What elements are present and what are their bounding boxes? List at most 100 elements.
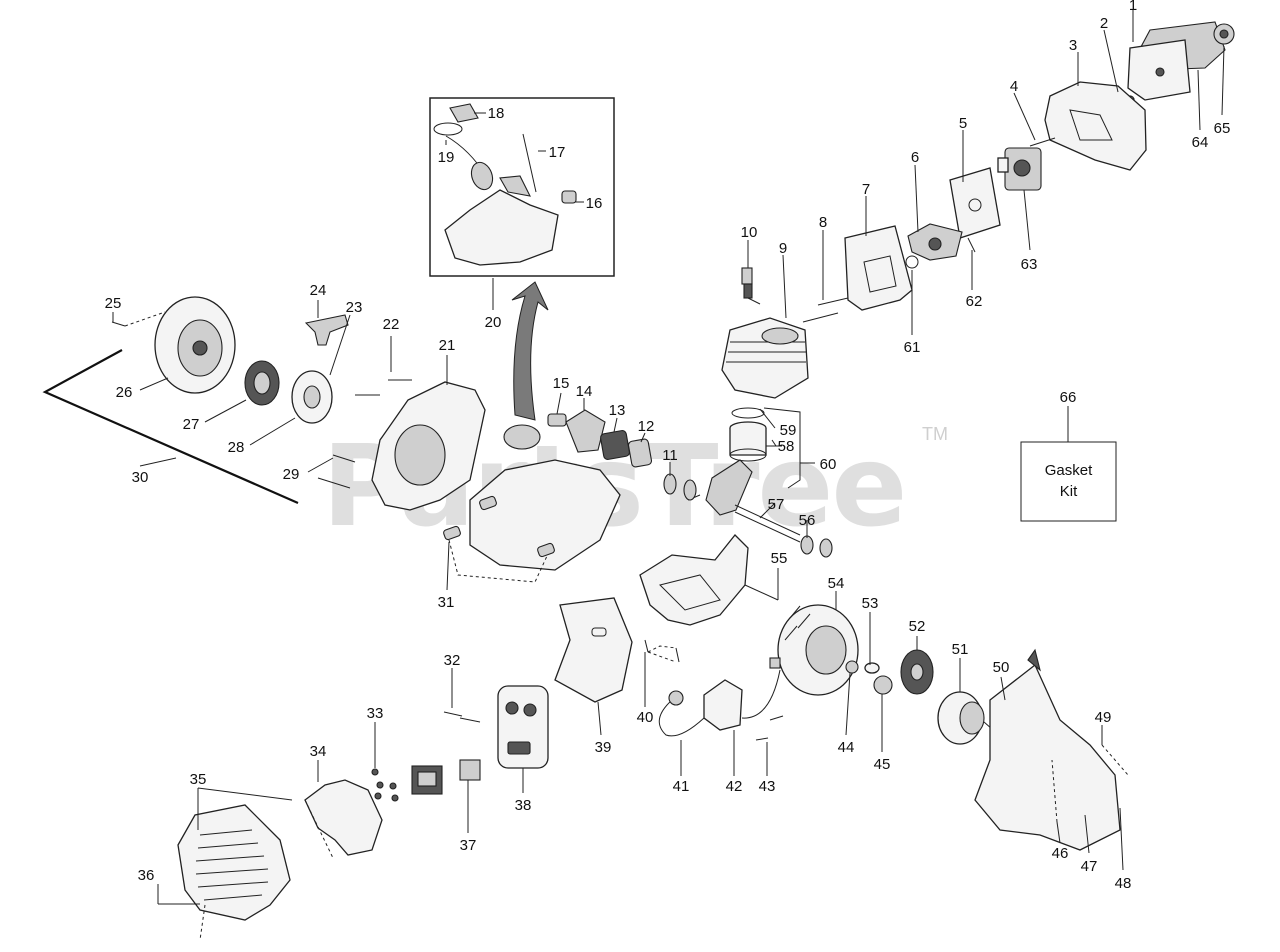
nut [864,662,880,674]
cylinder [721,317,809,399]
callout-1: 1 [1129,0,1137,14]
muffler-guard [304,779,383,856]
grommet [443,525,461,541]
callout-23: 23 [346,299,363,316]
screw [675,647,680,663]
bolt [817,297,849,306]
callout-58: 58 [778,438,795,455]
screw [371,768,379,776]
callout-44: 44 [838,739,855,756]
intake-manifold [907,223,963,261]
callout-3: 3 [1069,37,1077,54]
callout-11: 11 [662,447,678,464]
callout-45: 45 [874,756,891,773]
callout-43: 43 [759,778,776,795]
callout-13: 13 [609,402,626,419]
bolt [802,312,839,323]
callout-8: 8 [819,214,827,231]
callout-14: 14 [576,383,593,400]
gasket-kit-box: Gasket Kit [1020,441,1117,522]
spark-plug [741,267,761,305]
screw [644,639,649,653]
callout-36: 36 [138,867,155,884]
callout-15: 15 [553,375,570,392]
callout-65: 65 [1214,120,1231,137]
screw [391,794,399,802]
callout-18: 18 [488,105,505,122]
heat-shield [554,597,633,703]
callout-29: 29 [283,466,300,483]
assembly-arrow [511,281,549,421]
callout-37: 37 [460,837,477,854]
callout-60: 60 [820,456,837,473]
callout-12: 12 [638,418,655,435]
crankshaft [687,459,801,543]
callout-50: 50 [993,659,1010,676]
callout-56: 56 [799,512,816,529]
starter-housing [154,296,236,394]
bearing [683,479,697,501]
callout-30: 30 [132,469,149,486]
callout-33: 33 [367,705,384,722]
callout-41: 41 [673,778,690,795]
gasket-kit-line2: Kit [1060,483,1078,500]
bolt [443,711,463,717]
washer [873,675,893,695]
part-drawings [111,21,1235,921]
callout-5: 5 [959,115,967,132]
screw [374,792,382,800]
callout-66: 66 [1060,389,1077,406]
stud [967,237,976,253]
leader-lines [42,10,1225,941]
callout-64: 64 [1192,134,1209,151]
callout-51: 51 [952,641,969,658]
bolt [332,454,356,463]
bearing [663,473,677,495]
grommet [537,542,555,558]
callout-49: 49 [1095,709,1112,726]
washer [845,660,859,674]
tank-detail [444,189,559,266]
callout-47: 47 [1081,858,1098,875]
callout-35: 35 [190,771,207,788]
callout-42: 42 [726,778,743,795]
bolt [317,477,351,489]
callout-61: 61 [904,339,921,356]
callout-57: 57 [768,496,785,513]
engine-cover [177,804,291,921]
screw [111,321,126,327]
callout-labels: 1 2 3 4 5 6 7 8 9 10 11 12 13 14 15 16 1… [105,0,1231,892]
callout-32: 32 [444,652,461,669]
clutch-drum [937,691,1001,745]
clutch-cover [974,663,1121,851]
callout-9: 9 [779,240,787,257]
callout-27: 27 [183,416,200,433]
air-filter-cover [1127,21,1226,101]
callout-52: 52 [909,618,926,635]
recoil-spring [244,360,280,406]
ignition-module [703,657,781,731]
screw [769,715,784,721]
gasket-plate [949,167,1001,239]
carburetor [997,147,1042,191]
spring [627,438,653,468]
insulator-plate [844,225,913,311]
bearing [800,535,814,555]
callout-54: 54 [828,575,845,592]
callout-2: 2 [1100,15,1108,32]
screw [376,781,384,789]
ignition-lead [658,699,705,737]
callout-53: 53 [862,595,879,612]
callout-39: 39 [595,739,612,756]
cover-knob [1213,23,1235,45]
callout-22: 22 [383,316,400,333]
callout-40: 40 [637,709,654,726]
callout-46: 46 [1052,845,1069,862]
label-plate [459,759,481,781]
screw [1029,137,1056,147]
callout-48: 48 [1115,875,1132,892]
callout-4: 4 [1010,78,1018,95]
callout-31: 31 [438,594,455,611]
callout-21: 21 [439,337,456,354]
